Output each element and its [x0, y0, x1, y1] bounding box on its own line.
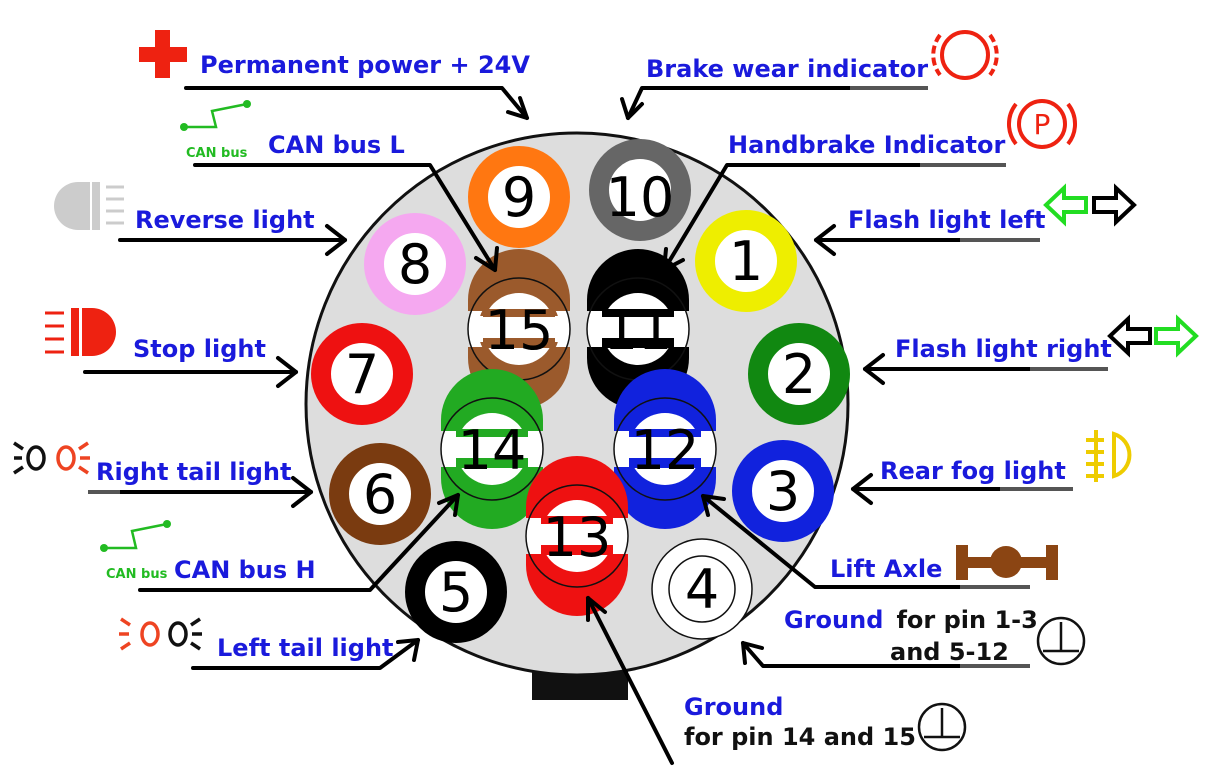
label-ground-pins-a: Ground for pin 1-3: [784, 606, 1038, 634]
can-bus-icon: CAN bus: [100, 520, 171, 582]
arrowhead-flash-left: [814, 224, 836, 256]
arrowhead-can-bus-h: [437, 493, 460, 517]
label-reverse-light: Reverse light: [135, 206, 315, 234]
arrowhead-stop: [276, 356, 298, 388]
leader-ground-b: [586, 596, 674, 765]
label-brake-wear: Brake wear indicator: [646, 55, 928, 83]
pin-4: 4: [651, 538, 753, 640]
leader-lines: [83, 86, 1032, 765]
leader-ground-a: [741, 641, 962, 668]
pin-7: 7: [311, 323, 413, 425]
leader-brake-wear: [626, 86, 852, 120]
pin-13: 13: [525, 456, 629, 616]
label-lift-axle: Lift Axle: [830, 555, 942, 583]
pin-2: 2: [748, 323, 850, 425]
ground-icon: [1036, 616, 1086, 666]
label-ground-b-word: Ground: [684, 693, 783, 721]
pin-12-number: 12: [631, 419, 700, 482]
pin-9-number: 9: [502, 166, 536, 229]
leader-handbrake: [662, 163, 922, 272]
turn-signal-left-icon: [1043, 183, 1137, 227]
label-left-tail: Left tail light: [217, 634, 394, 662]
arrowhead-reverse: [325, 224, 347, 256]
label-ground-a-word: Ground: [784, 606, 883, 634]
arrowhead-left-tail: [396, 638, 420, 662]
pin-6: 6: [329, 443, 431, 545]
plus-icon: [139, 30, 187, 78]
label-right-tail: Right tail light: [96, 458, 291, 486]
lift-axle-icon: [956, 545, 1058, 580]
pin-15-number: 15: [485, 299, 554, 362]
pin-9: 9: [468, 146, 570, 248]
label-can-bus-h: CAN bus H: [174, 556, 316, 584]
label-permanent-power: Permanent power + 24V: [200, 51, 530, 79]
arrowhead-flash-right: [863, 353, 885, 385]
leader-left-tail: [191, 638, 420, 670]
pin-12: 12: [613, 369, 717, 529]
ground-icon: [917, 702, 967, 752]
leader-tails: [88, 86, 1108, 668]
label-flash-right: Flash light right: [895, 335, 1112, 363]
pin-10-number: 10: [606, 166, 675, 229]
pin-5: 5: [405, 541, 507, 643]
pin-8: 8: [364, 213, 466, 315]
brake-wear-icon: [931, 30, 999, 80]
pin-14: 14: [440, 369, 544, 529]
parking-brake-icon: P: [1006, 99, 1078, 149]
arrowhead-lift-axle: [701, 494, 726, 517]
pin-5-number: 5: [439, 561, 473, 624]
arrowhead-can-bus-l: [474, 246, 499, 272]
tail-light-icon: [13, 441, 90, 475]
arrowhead-permanent-power: [506, 96, 529, 120]
arrowhead-rear-fog: [851, 473, 873, 505]
leader-can-bus-l: [193, 163, 497, 272]
pin-1: 1: [695, 210, 797, 312]
arrowhead-ground-a: [741, 641, 764, 665]
can-bus-icon-text: CAN bus: [186, 146, 248, 161]
label-ground-a-rest2: and 5-12: [890, 638, 1009, 666]
pin-3: 3: [732, 440, 834, 542]
label-can-bus-l: CAN bus L: [268, 131, 405, 159]
leader-can-bus-h: [138, 493, 460, 592]
label-rear-fog: Rear fog light: [880, 457, 1066, 485]
pin-6-number: 6: [363, 463, 397, 526]
pin-4-number: 4: [685, 558, 719, 621]
pin-3-number: 3: [766, 460, 800, 523]
label-ground-b-rest: for pin 14 and 15: [684, 723, 916, 751]
reverse-light-icon: [54, 182, 124, 230]
pin-13-number: 13: [543, 506, 612, 569]
turn-signal-right-icon: [1107, 314, 1199, 358]
pin-1-number: 1: [729, 230, 763, 293]
stop-light-icon: [45, 308, 116, 356]
pin-2-number: 2: [782, 343, 816, 406]
arrowhead-ground-b: [586, 596, 607, 622]
pin-14-number: 14: [458, 419, 527, 482]
leader-permanent-power: [184, 86, 529, 120]
label-stop-light: Stop light: [133, 335, 266, 363]
svg-text:P: P: [1034, 108, 1051, 141]
arrowhead-handbrake: [662, 247, 685, 272]
rear-fog-icon: [1086, 430, 1132, 482]
pin-8-number: 8: [398, 233, 432, 296]
can-bus-icon-text: CAN bus: [106, 567, 168, 582]
pin-10: 10: [589, 139, 691, 241]
label-ground-a-rest1: for pin 1-3: [896, 606, 1037, 634]
pin-11-number: 11: [604, 299, 673, 362]
arrowhead-brake-wear: [620, 97, 644, 120]
label-flash-left: Flash light left: [848, 206, 1046, 234]
pin-7-number: 7: [345, 343, 379, 406]
arrowhead-right-tail: [291, 476, 313, 508]
tail-light-icon: [119, 617, 202, 651]
can-bus-icon: CAN bus: [180, 100, 251, 161]
label-handbrake: Handbrake Indicator: [728, 131, 1006, 159]
leader-lift-axle: [701, 494, 962, 589]
